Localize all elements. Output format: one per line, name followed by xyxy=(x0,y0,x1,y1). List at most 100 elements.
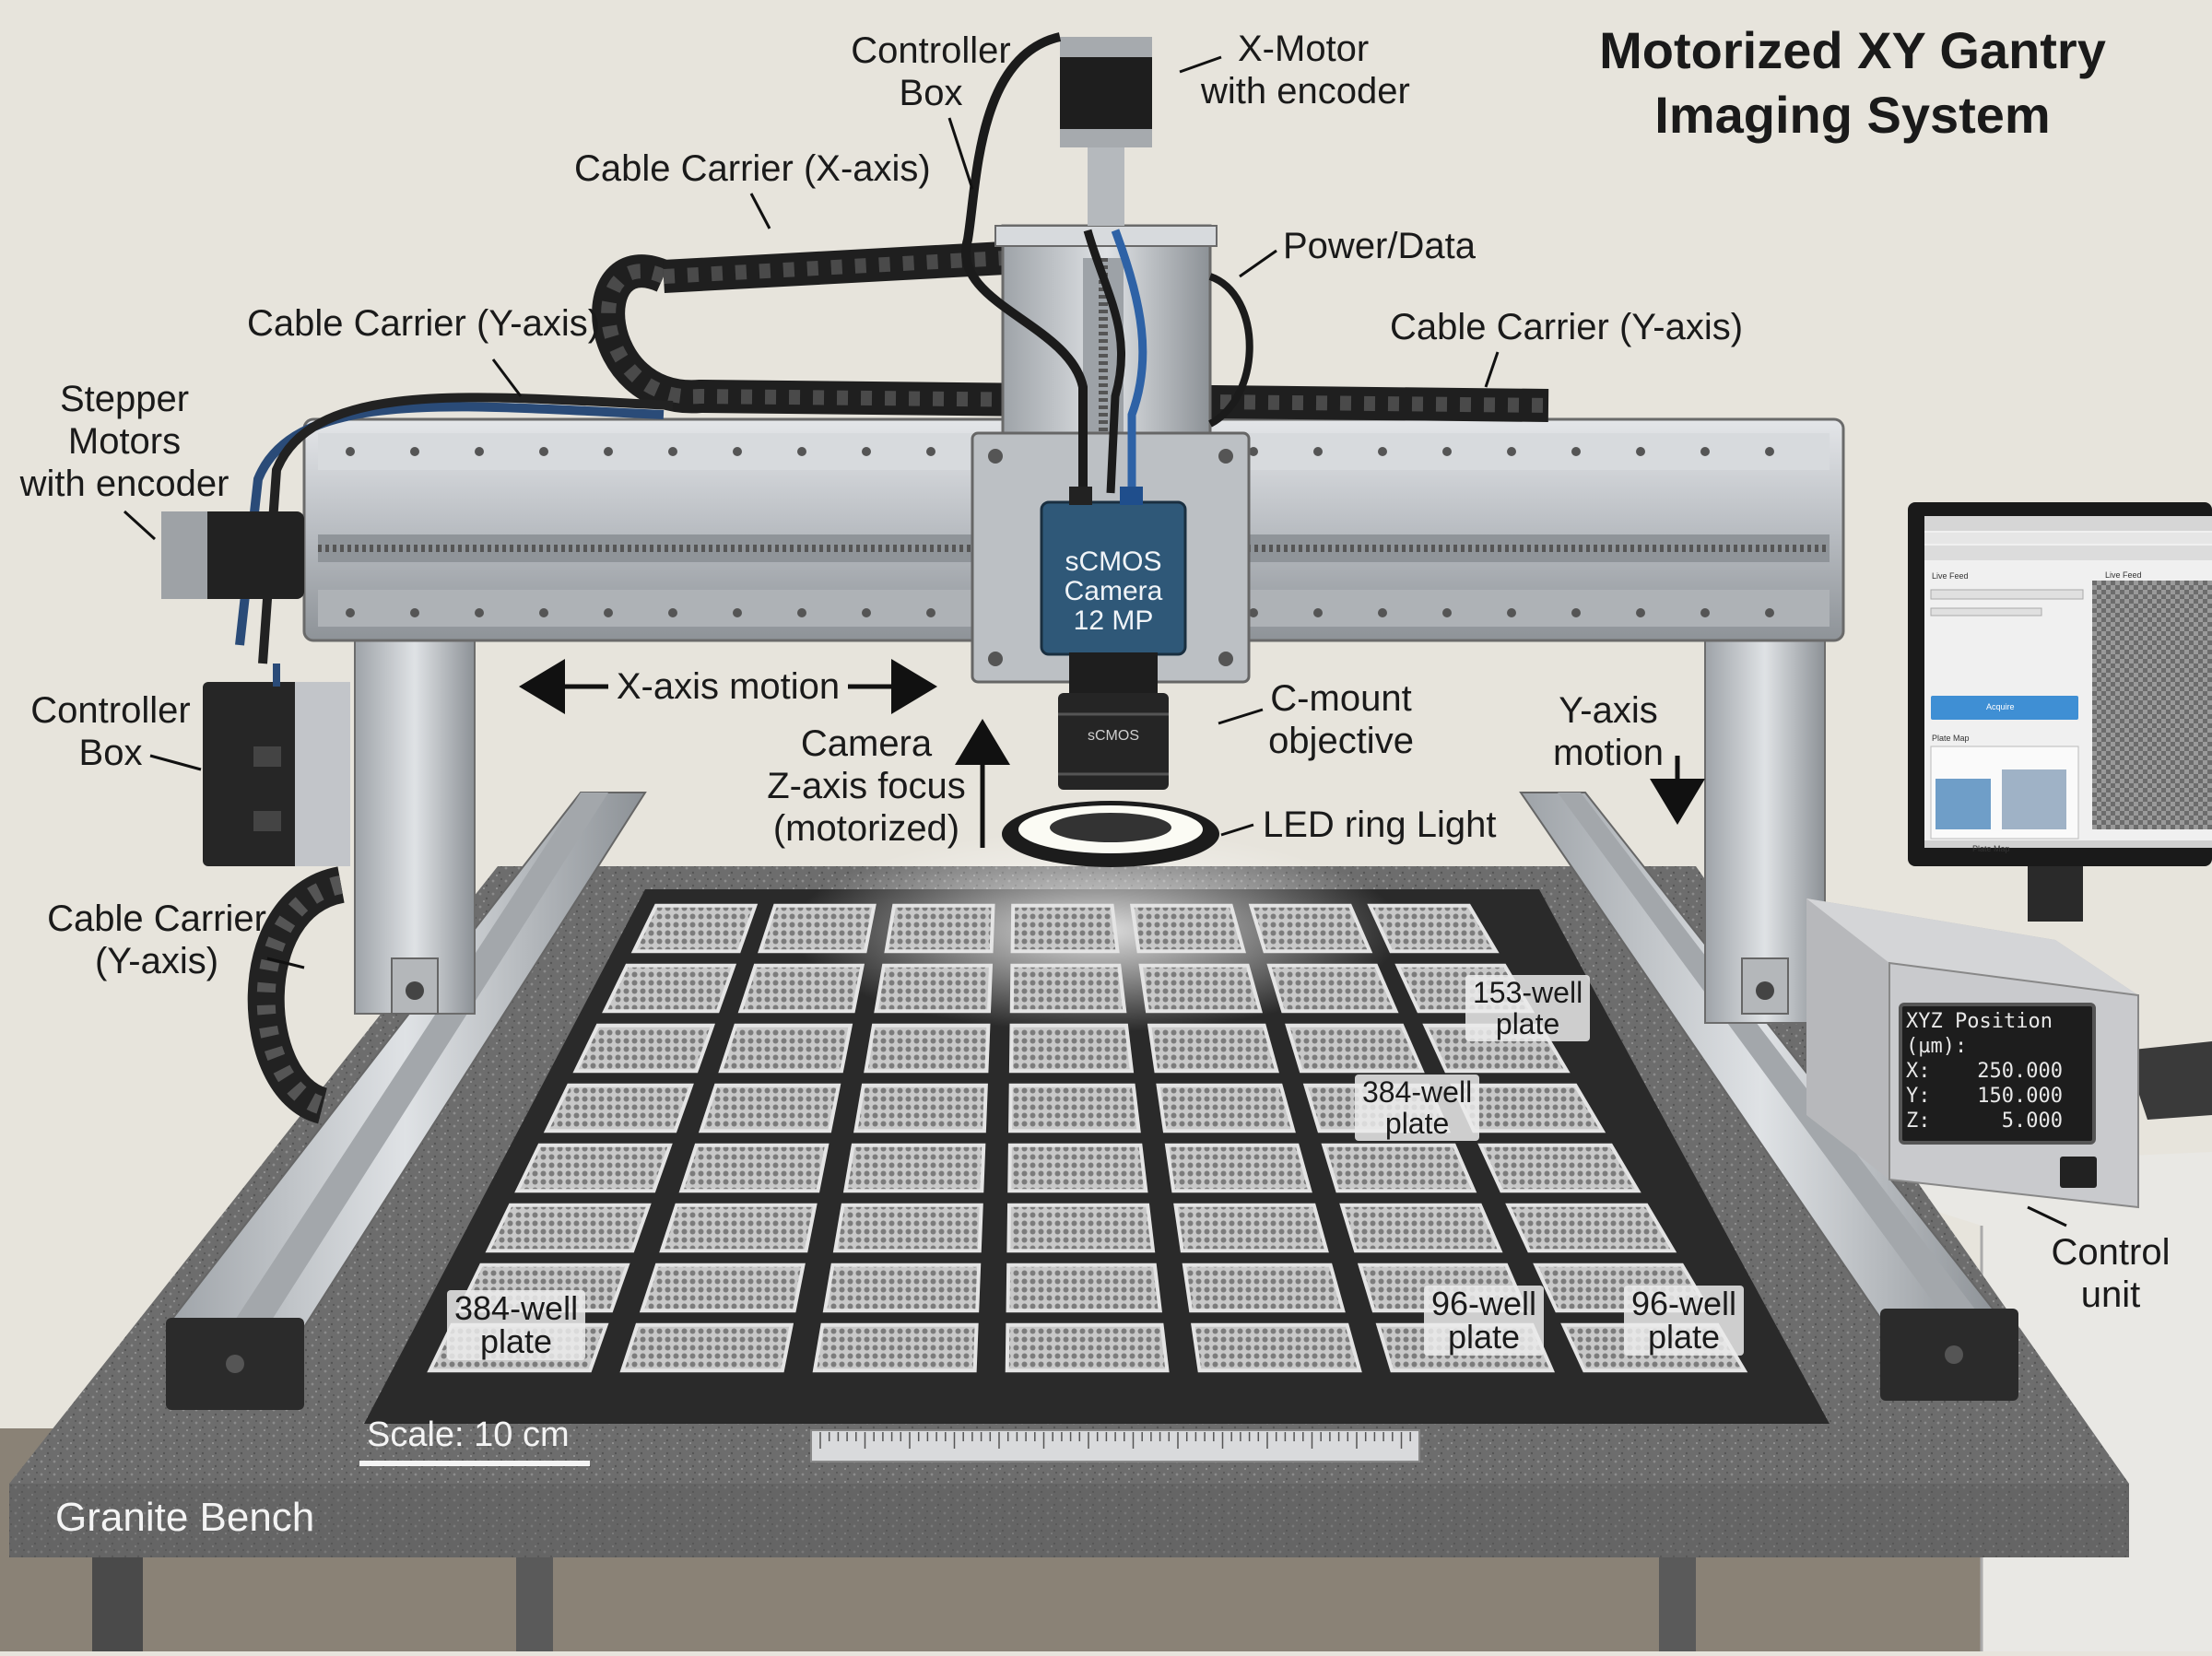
readout-header: XYZ Position (µm): xyxy=(1906,1010,2053,1058)
label-line: Control xyxy=(2051,1232,2171,1273)
c-mount-objective xyxy=(1058,693,1169,790)
well-plate xyxy=(832,1203,983,1253)
bolt xyxy=(1700,447,1710,456)
label-line: Controller xyxy=(30,690,191,731)
well-plate xyxy=(543,1083,694,1133)
well-plate xyxy=(822,1263,982,1313)
plate-label-line: 384-well xyxy=(454,1289,579,1327)
plate-label-line: plate xyxy=(1447,1318,1521,1356)
readout-row-y: Y: 150.000 xyxy=(1906,1084,2090,1109)
bolt xyxy=(862,608,871,617)
monitor-live-feed-left: Live Feed xyxy=(1932,571,1969,581)
bolt xyxy=(475,608,484,617)
label-x-motor: X-Motor with encoder xyxy=(1201,28,1410,112)
label-line: Stepper xyxy=(59,379,190,419)
xyz-readout: XYZ Position (µm): X: 250.000 Y: 150.000… xyxy=(1906,1009,2090,1138)
well-plate xyxy=(1005,1322,1170,1373)
bolt xyxy=(1313,447,1323,456)
crossbeam-bolts xyxy=(346,447,1774,617)
monitor-plate-map-title: Plate Map xyxy=(1932,734,1970,743)
well-plate xyxy=(1477,1143,1641,1193)
label-y-axis-motion: Y-axis motion xyxy=(1548,689,1668,774)
bolt xyxy=(668,608,677,617)
bolt xyxy=(1442,447,1452,456)
label-control-unit: Control unit xyxy=(2037,1231,2184,1316)
label-granite-bench: Granite Bench xyxy=(55,1495,315,1540)
label-line: Y-axis xyxy=(1559,690,1658,731)
well-plate xyxy=(812,1322,979,1373)
label-controller-box-top: Controller Box xyxy=(839,29,1023,114)
label-line: with encoder xyxy=(1201,71,1410,112)
bolt xyxy=(733,447,742,456)
well-plate xyxy=(1266,963,1399,1014)
bolt xyxy=(1636,447,1645,456)
well-plate xyxy=(1339,1203,1503,1253)
plate-label-line: plate xyxy=(1647,1318,1721,1356)
well-plate xyxy=(678,1143,830,1193)
acquire-button[interactable] xyxy=(1931,696,2078,720)
label-scale: Scale: 10 cm xyxy=(367,1415,570,1454)
label-x-axis-motion: X-axis motion xyxy=(616,666,841,707)
plate-label-96-well-b: 96-well plate xyxy=(1624,1285,1745,1356)
camera-label: sCMOS Camera 12 MP xyxy=(1044,547,1182,636)
well-plate xyxy=(758,903,877,954)
plate-label-line: plate xyxy=(1495,1007,1560,1040)
well-plate xyxy=(1009,963,1127,1014)
label-controller-box-left: Controller Box xyxy=(18,689,203,774)
label-line: Box xyxy=(78,733,143,773)
plate-label-153-well: 153-well plate xyxy=(1465,975,1591,1041)
label-line: X-Motor xyxy=(1238,29,1370,69)
well-plate xyxy=(853,1083,988,1133)
well-plate xyxy=(1007,1143,1148,1193)
bolt xyxy=(797,608,806,617)
well-plate xyxy=(698,1083,841,1133)
bolt xyxy=(1765,608,1774,617)
monitor-plate-map-button[interactable]: Plate Map xyxy=(1972,844,2010,853)
plate-label-line: plate xyxy=(480,1322,553,1360)
bolt xyxy=(1765,447,1774,456)
label-c-mount-objective: C-mount objective xyxy=(1267,677,1415,762)
bolt xyxy=(1249,608,1258,617)
well-plate xyxy=(1008,1083,1141,1133)
well-plate xyxy=(874,963,994,1014)
bolt xyxy=(668,447,677,456)
plate-label-line: plate xyxy=(1384,1107,1450,1140)
xyz-position-display xyxy=(1899,1003,2096,1145)
plate-label-line: 96-well xyxy=(1631,1285,1737,1322)
well-plate xyxy=(1285,1023,1425,1074)
label-line: (Y-axis) xyxy=(94,941,219,981)
well-plate xyxy=(718,1023,853,1074)
bolt xyxy=(539,608,548,617)
well-plate xyxy=(485,1203,652,1253)
readout-value: 250.000 xyxy=(1977,1060,2063,1083)
well-plate xyxy=(1164,1143,1312,1193)
well-plate xyxy=(1367,903,1500,954)
well-plate xyxy=(1505,1203,1677,1253)
label-power-data: Power/Data xyxy=(1283,226,1476,266)
label-cable-carrier-y-top-right: Cable Carrier (Y-axis) xyxy=(1390,307,1744,347)
bolt xyxy=(1378,447,1387,456)
readout-value: 5.000 xyxy=(2001,1110,2063,1133)
readout-row-z: Z: 5.000 xyxy=(1906,1109,2090,1133)
bolt xyxy=(1571,447,1581,456)
label-stepper-motors: Stepper Motors with encoder xyxy=(14,378,235,505)
bolt xyxy=(410,608,419,617)
bolt xyxy=(539,447,548,456)
well-plate xyxy=(1008,1023,1135,1074)
power-switch[interactable] xyxy=(2060,1157,2097,1188)
bolt xyxy=(1249,447,1258,456)
label-line: objective xyxy=(1268,721,1414,761)
well-plate xyxy=(659,1203,818,1253)
plate-label-384-well-mid: 384-well plate xyxy=(1355,1075,1480,1141)
bolt xyxy=(862,447,871,456)
bolt xyxy=(926,608,935,617)
bolt xyxy=(410,447,419,456)
camera-label-line: sCMOS xyxy=(1065,546,1162,577)
bolt xyxy=(604,447,613,456)
monitor-acquire-label[interactable]: Acquire xyxy=(1986,702,2015,711)
title-line-1: Motorized XY Gantry xyxy=(1599,21,2106,79)
well-plate xyxy=(514,1143,673,1193)
well-plate xyxy=(1129,903,1246,954)
readout-value: 150.000 xyxy=(1977,1085,2063,1108)
